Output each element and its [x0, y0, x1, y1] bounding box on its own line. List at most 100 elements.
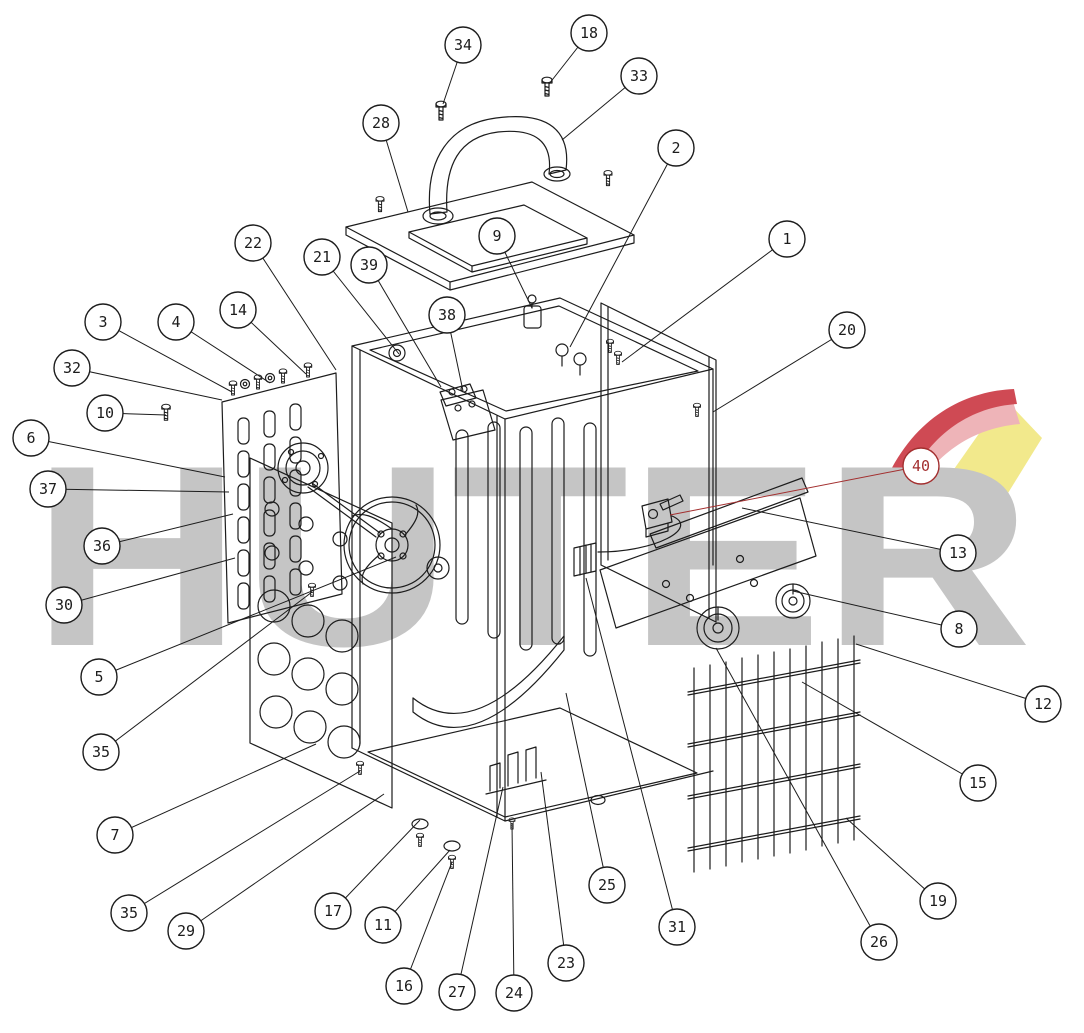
leader-line-16	[403, 861, 453, 987]
balloon-7: 7	[96, 743, 317, 854]
leader-line-23	[540, 771, 567, 964]
leader-line-22	[252, 242, 337, 371]
balloon-circle-18	[570, 14, 608, 52]
balloon-number-6: 6	[26, 429, 35, 447]
balloon-18: 18	[548, 14, 608, 85]
balloon-33: 33	[561, 57, 658, 141]
terminal-block	[439, 383, 477, 407]
balloon-circle-5	[80, 658, 118, 696]
balloon-circle-22	[234, 224, 272, 262]
balloon-number-22: 22	[244, 234, 262, 252]
leader-line-32	[71, 367, 223, 401]
logo-yellow-shape	[952, 398, 1042, 506]
balloon-number-9: 9	[492, 227, 501, 245]
balloon-27: 27	[438, 786, 504, 1011]
balloon-6: 6	[12, 419, 226, 478]
balloon-circle-19	[919, 882, 957, 920]
balloon-31: 31	[585, 577, 696, 946]
balloon-circle-6	[12, 419, 50, 457]
balloon-number-33: 33	[630, 67, 648, 85]
balloon-number-15: 15	[969, 774, 987, 792]
brand-watermark: HUTER	[32, 389, 1042, 700]
balloon-circle-31	[658, 908, 696, 946]
leader-line-36	[101, 513, 234, 547]
leader-line-6	[30, 437, 226, 478]
balloon-20: 20	[712, 311, 866, 413]
balloon-circle-32	[53, 349, 91, 387]
balloon-number-11: 11	[374, 916, 392, 934]
leader-line-25	[565, 692, 608, 886]
leader-line-29	[185, 793, 385, 932]
balloon-circle-7	[96, 816, 134, 854]
balloon-circle-15	[959, 764, 997, 802]
balloon-9: 9	[478, 217, 533, 309]
balloon-38: 38	[428, 296, 466, 392]
balloon-circle-30	[45, 586, 83, 624]
balloon-number-35-upper: 35	[92, 743, 110, 761]
balloon-circle-24	[495, 974, 533, 1012]
wire-guard-grille	[687, 635, 861, 873]
leader-line-24	[511, 822, 515, 994]
leader-line-37	[47, 488, 230, 493]
balloon-28: 28	[362, 104, 409, 213]
balloon-circle-39	[350, 246, 388, 284]
balloon-number-4: 4	[171, 313, 180, 331]
balloon-number-24: 24	[505, 984, 523, 1002]
balloon-circle-2	[657, 129, 695, 167]
balloon-number-39: 39	[360, 256, 378, 274]
balloon-32: 32	[53, 349, 223, 401]
balloon-circle-9	[478, 217, 516, 255]
balloon-8: 8	[792, 590, 978, 648]
cabinet-top-panel	[351, 297, 714, 420]
leader-line-15	[801, 681, 979, 784]
balloon-2: 2	[569, 129, 695, 348]
leader-line-30	[63, 557, 236, 606]
balloon-number-16: 16	[395, 977, 413, 995]
right-side-panel	[600, 302, 717, 623]
leader-line-39	[368, 264, 442, 388]
balloon-16: 16	[385, 861, 453, 1005]
balloon-circle-3	[84, 303, 122, 341]
balloon-13: 13	[741, 507, 977, 572]
balloon-35-lower: 35	[110, 770, 361, 932]
balloon-circle-1	[768, 220, 806, 258]
side-panel-with-holes	[249, 457, 393, 809]
balloon-15: 15	[801, 681, 997, 802]
knob-small	[775, 583, 811, 619]
leader-line-7	[114, 743, 317, 836]
balloon-circle-27	[438, 973, 476, 1011]
balloon-number-2: 2	[671, 139, 680, 157]
balloon-26: 26	[715, 647, 898, 961]
balloon-number-32: 32	[63, 359, 81, 377]
balloon-number-31: 31	[668, 918, 686, 936]
balloon-circle-14	[219, 291, 257, 329]
balloon-21: 21	[303, 238, 400, 355]
balloon-17: 17	[314, 819, 421, 930]
rocker-switch	[523, 294, 542, 329]
balloon-12: 12	[855, 643, 1062, 723]
balloon-circle-17	[314, 892, 352, 930]
balloon-24: 24	[495, 822, 533, 1012]
balloon-number-27: 27	[448, 983, 466, 1001]
balloon-number-26: 26	[870, 933, 888, 951]
exploded-drawing	[161, 76, 861, 873]
balloon-circle-35-upper	[82, 733, 120, 771]
leader-line-35-lower	[128, 770, 361, 914]
balloon-37: 37	[29, 470, 230, 508]
balloon-number-36: 36	[93, 537, 111, 555]
foot-front-left	[411, 818, 429, 847]
balloon-circle-40	[902, 447, 940, 485]
balloon-circle-11	[364, 906, 402, 944]
control-panel-strip	[649, 477, 809, 549]
balloon-number-14: 14	[229, 301, 247, 319]
balloon-number-21: 21	[313, 248, 331, 266]
balloon-number-20: 20	[838, 321, 856, 339]
balloon-circle-37	[29, 470, 67, 508]
carry-handle	[422, 116, 571, 225]
balloon-circle-25	[588, 866, 626, 904]
balloon-number-7: 7	[110, 826, 119, 844]
balloon-22: 22	[234, 224, 337, 371]
air-deflector	[412, 635, 565, 728]
